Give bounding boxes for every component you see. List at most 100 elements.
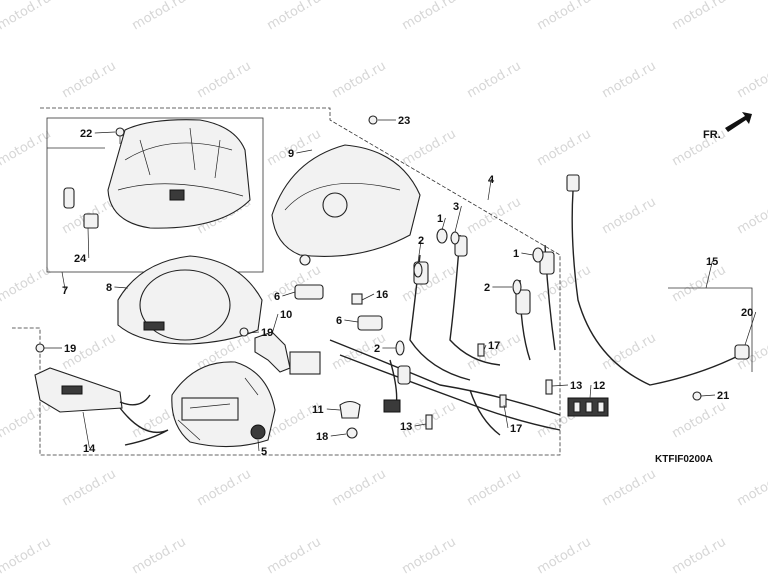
nut-16 [351,293,363,305]
bulb-1-b [532,247,544,263]
watermark-text: motod.ru [195,467,254,510]
watermark-text: motod.ru [0,0,54,33]
watermark-text: motod.ru [400,535,459,576]
callout-number-16: 16 [376,289,388,301]
callout-number-2: 2 [484,282,490,294]
callout-leader-line [282,291,296,297]
bolt-17-b [499,394,507,408]
meter-panel [117,255,263,345]
watermark-text: motod.ru [265,0,324,33]
bolt-17-a [477,343,485,357]
callout-number-9: 9 [288,148,294,160]
meter-assembly [171,361,276,448]
watermark-text: motod.ru [670,263,729,306]
callout-number-19: 19 [64,343,76,355]
clamp-11 [339,400,361,419]
callout-number-6: 6 [274,291,280,303]
callout-leader-line [114,286,129,289]
callout-number-19: 19 [261,327,273,339]
bolt-19-a [239,327,249,337]
watermark-text: motod.ru [670,535,729,576]
front-direction-label: FR. [703,129,721,141]
watermark-text: motod.ru [735,467,768,510]
watermark-text: motod.ru [465,467,524,510]
callout-number-7: 7 [62,285,68,297]
front-direction-arrow-icon [725,112,752,132]
callout-number-24: 24 [74,253,87,265]
cable-leader-frame [668,287,753,372]
callout-number-4: 4 [488,174,495,186]
callout-leader-line [744,311,757,346]
callout-number-8: 8 [106,282,112,294]
watermark-text: motod.ru [465,331,524,374]
bracket [254,331,291,373]
rubber-mount-lower [357,315,383,331]
callout-number-1: 1 [513,248,519,260]
meter-upper-cover [107,119,251,229]
bulb-3 [450,231,460,245]
callout-leader-line [296,149,313,154]
callout-leader-line [271,313,279,335]
bolt-13-a [425,414,433,430]
callout-number-17: 17 [488,340,500,352]
callout-leader-line [503,404,509,429]
bolt-21 [692,391,702,401]
callout-number-10: 10 [280,309,292,321]
bolt-18 [346,427,358,439]
connector-block [289,351,321,375]
callout-number-17: 17 [510,423,522,435]
watermark-text: motod.ru [600,467,659,510]
bulb-2-c [395,340,405,356]
watermark-text: motod.ru [670,399,729,442]
callout-leader-line [330,433,347,437]
meter-case [271,144,421,266]
callout-number-11: 11 [312,404,324,416]
watermark-text: motod.ru [600,59,659,102]
callout-number-2: 2 [374,343,380,355]
bolt-19-b [35,343,45,353]
bulb-2-b [512,279,522,295]
speedometer-cable [566,174,750,386]
callout-number-13: 13 [570,380,582,392]
callout-leader-line [326,408,341,411]
callout-number-22: 22 [80,128,92,140]
watermark-text: motod.ru [0,263,54,306]
callout-leader-line [551,384,569,387]
watermark-text: motod.ru [600,331,659,374]
watermark-text: motod.ru [60,59,119,102]
callout-number-6: 6 [336,315,342,327]
callout-leader-line [344,319,359,323]
watermark-text: motod.ru [400,127,459,170]
watermark-text: motod.ru [0,127,54,170]
callout-leader-line [441,217,446,231]
watermark-text: motod.ru [535,535,594,576]
callout-leader-line [361,293,375,301]
callout-number-21: 21 [717,390,729,402]
rubber-mount-upper [294,284,324,300]
callout-leader-line [487,178,492,201]
callout-leader-line [454,205,462,233]
callout-number-13: 13 [400,421,412,433]
callout-leader-line [61,271,66,291]
callout-number-5: 5 [261,446,267,458]
watermark-text: motod.ru [60,467,119,510]
callout-number-3: 3 [453,201,459,213]
screw-22 [115,127,125,144]
watermark-text: motod.ru [330,59,389,102]
callout-leader-line [705,260,713,289]
callout-leader-line [247,331,260,334]
callout-number-20: 20 [741,307,753,319]
watermark-text: motod.ru [535,0,594,33]
multi-connector [567,397,609,417]
callout-leader-line [94,131,116,134]
callout-leader-line [257,439,260,452]
watermark-text: motod.ru [400,263,459,306]
bulb-socket-small [63,187,75,209]
watermark-text: motod.ru [0,399,54,442]
callout-leader-line [414,423,427,427]
callout-number-15: 15 [706,256,718,268]
indicator-board [34,367,169,446]
